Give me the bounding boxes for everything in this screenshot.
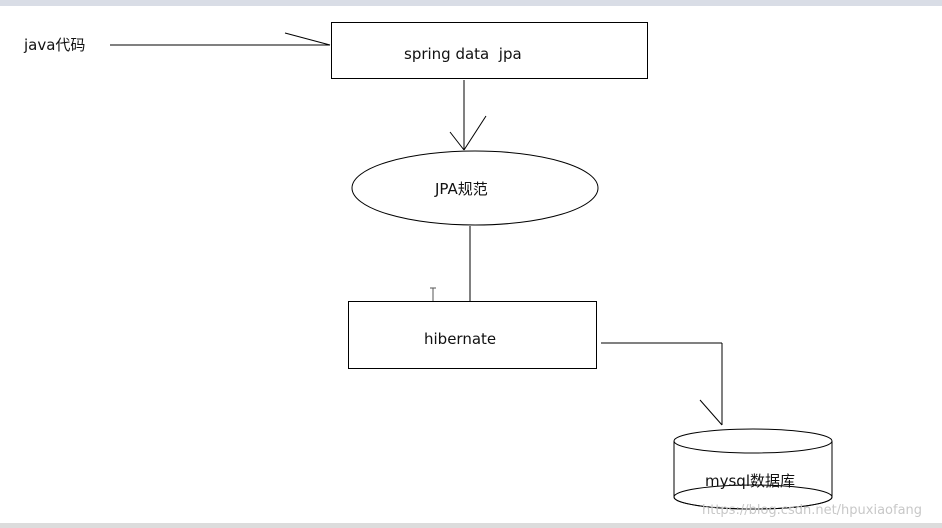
arrowhead-right-spring-to-jpa (463, 115, 487, 151)
hibernate-box (348, 301, 597, 369)
bottom-border-strip (0, 523, 942, 528)
java-code-label: java代码 (24, 36, 86, 54)
arrowhead-to-mysql (699, 399, 723, 426)
text-cursor-icon (430, 287, 436, 303)
hibernate-label: hibernate (424, 330, 497, 348)
mysql-cylinder (673, 428, 833, 510)
spring-data-jpa-box (331, 22, 648, 79)
mysql-db-label: mysql数据库 (705, 472, 795, 490)
spring-data-jpa-label: spring data jpa (404, 45, 522, 63)
arrowhead-left-spring-to-jpa (449, 131, 465, 151)
jpa-spec-ellipse (351, 150, 599, 226)
arrowhead-java-to-spring (284, 32, 331, 46)
jpa-spec-label: JPA规范 (435, 180, 488, 198)
top-border-strip (0, 0, 942, 6)
watermark-text: https://blog.csdn.net/hpuxiaofang (702, 503, 923, 518)
